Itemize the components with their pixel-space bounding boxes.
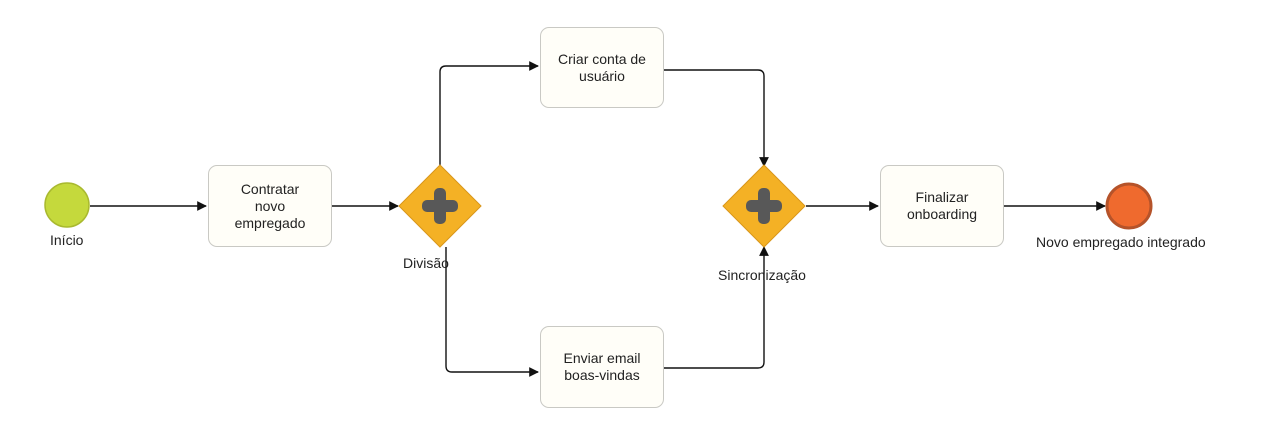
task-label: Criar conta de usuário: [558, 50, 646, 84]
flow-split-to-email[interactable]: [445, 247, 539, 377]
flow-split-to-account[interactable]: [439, 61, 539, 165]
join-gateway-label: Sincronização: [718, 267, 806, 283]
start-event-label: Início: [50, 232, 84, 248]
plus-icon: [422, 188, 458, 224]
flow-account-to-join[interactable]: [664, 69, 769, 167]
task-label: Finalizar onboarding: [906, 189, 978, 222]
start-event[interactable]: [44, 182, 90, 228]
task-create-user-account[interactable]: Criar conta de usuário: [540, 27, 664, 108]
task-finish-onboarding[interactable]: Finalizar onboarding: [880, 165, 1004, 247]
split-gateway[interactable]: [398, 164, 482, 248]
end-event-label: Novo empregado integrado: [1036, 234, 1206, 250]
flow-email-to-join[interactable]: [664, 246, 769, 369]
task-label: Enviar email boas-vindas: [563, 350, 641, 383]
plus-icon: [746, 188, 782, 224]
task-hire-new-employee[interactable]: Contratar novo empregado: [208, 165, 332, 247]
split-gateway-label: Divisão: [403, 255, 449, 271]
join-gateway[interactable]: [722, 164, 806, 248]
end-event[interactable]: [1105, 182, 1153, 230]
task-label: Contratar novo empregado: [234, 180, 306, 231]
task-send-welcome-email[interactable]: Enviar email boas-vindas: [540, 326, 664, 408]
